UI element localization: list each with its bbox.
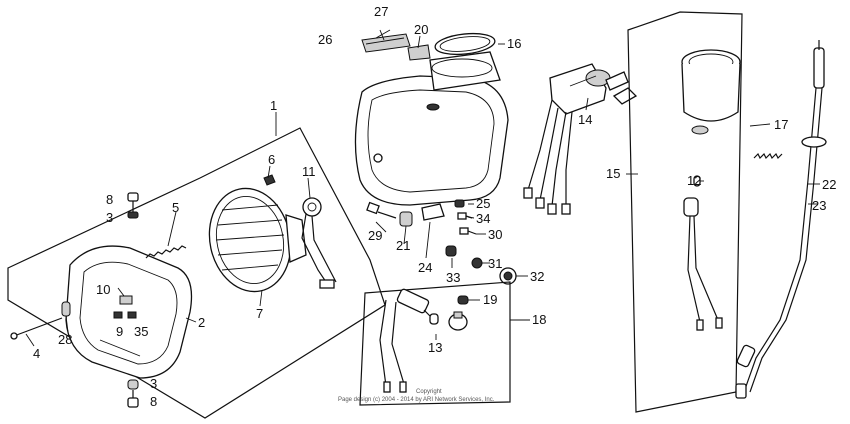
meter-group-outline	[627, 11, 743, 413]
callout-26: 26	[318, 32, 332, 47]
callout-19: 19	[483, 292, 497, 307]
bulb-socket	[301, 197, 337, 289]
callout-12: 12	[687, 173, 701, 188]
return-spring	[753, 152, 783, 160]
callout-7: 7	[256, 306, 263, 321]
headlight-unit	[208, 187, 307, 293]
callout-6: 6	[268, 152, 275, 167]
callout-18: 18	[532, 312, 546, 327]
callout-14: 14	[578, 112, 592, 127]
callout-13: 13	[428, 340, 442, 355]
speedometer-cable	[735, 40, 827, 399]
speedometer	[681, 49, 741, 135]
nut-31	[471, 257, 483, 269]
callout-34: 34	[476, 211, 490, 226]
callout-23: 23	[812, 198, 826, 213]
callout-21: 21	[396, 238, 410, 253]
callout-32: 32	[530, 269, 544, 284]
headlight-bracket	[113, 295, 137, 319]
callout-10: 10	[96, 282, 110, 297]
callout-33: 33	[446, 270, 460, 285]
bracket-bolt	[366, 201, 397, 219]
callout-31: 31	[488, 256, 502, 271]
bolt-30	[459, 227, 477, 235]
adjusting-spring	[145, 245, 187, 259]
long-bolt	[10, 317, 63, 340]
callout-25: 25	[476, 196, 490, 211]
decal-set	[361, 33, 431, 61]
callout-3-lower: 3	[150, 376, 157, 391]
callout-22: 22	[822, 177, 836, 192]
sealing-ring	[434, 32, 496, 56]
callout-30: 30	[488, 227, 502, 242]
headlight-group-outline	[7, 127, 386, 419]
bolt-25	[454, 199, 465, 208]
mounting-stay	[421, 203, 445, 221]
ignition-switch	[523, 63, 638, 215]
callout-8-upper: 8	[106, 192, 113, 207]
callout-29: 29	[368, 228, 382, 243]
callout-28: 28	[58, 332, 72, 347]
callout-4: 4	[33, 346, 40, 361]
callout-16: 16	[507, 36, 521, 51]
screw-lower	[127, 379, 139, 408]
callout-17: 17	[774, 117, 788, 132]
callout-15: 15	[606, 166, 620, 181]
position-light-group-outline	[359, 281, 511, 406]
callout-11: 11	[302, 164, 316, 179]
callout-3-upper: 3	[106, 210, 113, 225]
meter-socket-wires	[683, 197, 723, 331]
callout-8-lower: 8	[150, 394, 157, 409]
retaining-clip	[263, 174, 276, 186]
copyright-line-1: Copyright	[416, 389, 442, 395]
copyright-line-2: Page design (c) 2004 - 2014 by ARI Netwo…	[338, 397, 495, 403]
headlight-housing	[354, 51, 509, 206]
bracket-nut	[399, 211, 413, 227]
nut-33	[445, 245, 457, 257]
position-light	[379, 288, 469, 393]
callout-27: 27	[374, 4, 388, 19]
callout-5: 5	[172, 200, 179, 215]
collar	[61, 301, 71, 317]
bolt-34	[457, 212, 473, 220]
callout-1: 1	[270, 98, 277, 113]
callout-2: 2	[198, 315, 205, 330]
leader-lines	[25, 29, 820, 347]
screw-upper	[127, 192, 139, 219]
callout-24: 24	[418, 260, 432, 275]
callout-9: 9	[116, 324, 123, 339]
callout-35: 35	[134, 324, 148, 339]
callout-20: 20	[414, 22, 428, 37]
